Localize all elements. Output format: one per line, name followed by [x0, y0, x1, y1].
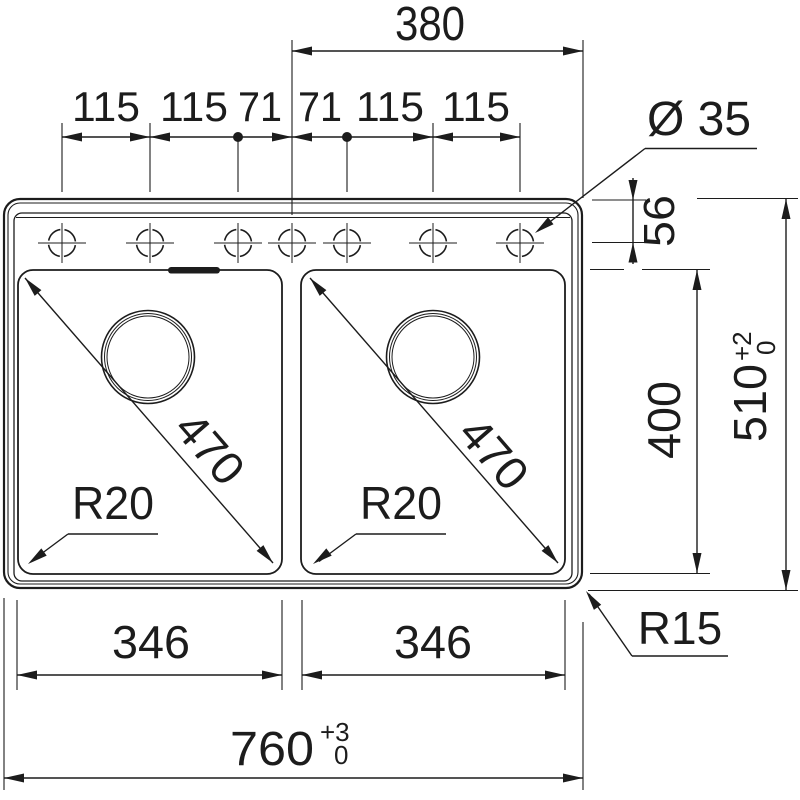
dim-bowl-diagonal-right-label: 470 [449, 407, 539, 500]
drain-left-inner [106, 315, 190, 399]
dim-overall-depth-tol-upper: +2 [727, 331, 757, 361]
bowl-right-edge [300, 269, 566, 575]
sink-outer-edge [2, 197, 584, 590]
dim-bowl-radius-right-label: R20 [360, 477, 442, 529]
faucet-holes [38, 223, 544, 263]
dim-outer-corner-radius-label: R15 [638, 602, 722, 654]
dim-spacing-1-label: 115 [72, 83, 140, 130]
dim-ledge-offset-label: 56 [635, 195, 684, 247]
dim-overall-width-tol-lower: 0 [334, 740, 348, 770]
drain-right-mid [389, 313, 477, 401]
dim-hole-spacing-chain: 115 115 71 71 115 115 [61, 83, 521, 192]
dim-overall-width-tol-upper: +3 [320, 717, 350, 747]
dim-bowl-width-left: 346 [16, 600, 283, 690]
dim-half-width: 380 [291, 0, 584, 215]
dim-overall-depth-label: 510 [724, 364, 776, 442]
chain-dot-left [233, 132, 243, 142]
dim-bowl-front-to-back: 400 [590, 268, 710, 575]
dim-spacing-4-label: 71 [298, 83, 342, 130]
dim-spacing-6-label: 115 [442, 83, 510, 130]
dim-bowl-width-right: 346 [301, 600, 566, 690]
bowl-right [300, 269, 566, 575]
dim-overall-width-label: 760 [230, 723, 314, 776]
dim-spacing-2-label: 115 [160, 83, 228, 130]
dim-ledge-offset: 56 [592, 178, 684, 264]
drain-right-outer [385, 309, 481, 405]
dim-bowl-radius-right: R20 [313, 477, 446, 564]
dim-bowl-radius-left-label: R20 [72, 477, 154, 529]
dim-spacing-5-label: 115 [356, 83, 424, 130]
bowl-left-edge [17, 269, 283, 575]
sink-outer-edge-inner-line [7, 202, 579, 585]
dim-bowl-width-left-label: 346 [112, 616, 190, 668]
dim-overall-depth: 510 +2 0 [588, 197, 798, 592]
sink-rim-inner-edge [13, 212, 573, 582]
dim-hole-diameter: Ø 35 [535, 93, 757, 233]
overflow-slot [168, 267, 220, 274]
dim-spacing-3-label: 71 [238, 83, 282, 130]
dim-bowl-front-to-back-label: 400 [638, 381, 690, 459]
dim-bowl-radius-left: R20 [28, 477, 158, 564]
dim-hole-diameter-label: Ø 35 [647, 93, 751, 146]
dim-half-width-label: 380 [395, 0, 465, 51]
bowl-left [17, 267, 283, 575]
drain-left-mid [104, 313, 192, 401]
dim-bowl-diagonal-left-label: 470 [165, 402, 255, 495]
drain-left-outer [100, 309, 196, 405]
sink-outline [2, 197, 584, 590]
drain-right-inner [391, 315, 475, 399]
dim-overall-width: 760 +3 0 [3, 598, 584, 790]
chain-dot-right [342, 132, 352, 142]
dim-bowl-width-right-label: 346 [394, 616, 472, 668]
dim-overall-depth-tol-lower: 0 [751, 341, 781, 355]
dim-outer-corner-radius: R15 [586, 591, 728, 657]
